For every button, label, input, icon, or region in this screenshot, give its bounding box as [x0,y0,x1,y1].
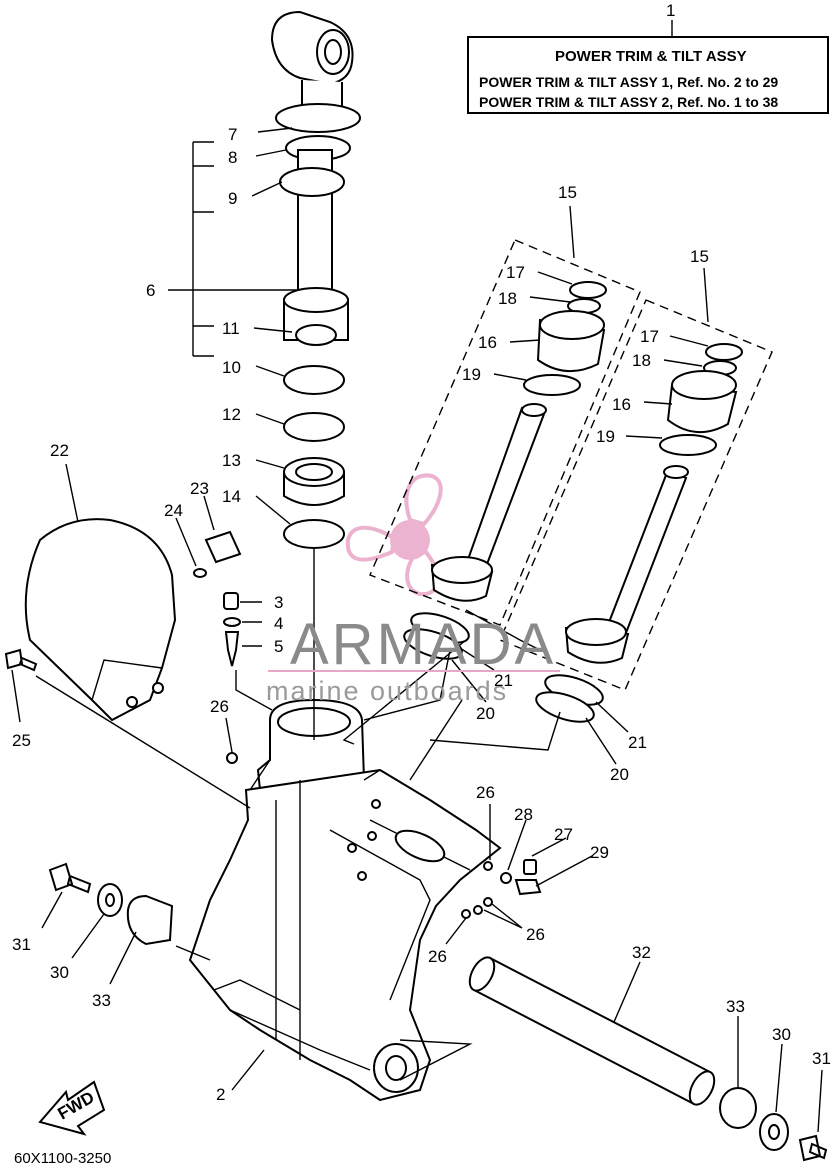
callout-1: 1 [666,1,675,20]
seal-13 [283,457,345,506]
callout-12: 12 [222,405,241,424]
callout-14: 14 [222,487,241,506]
callout-4: 4 [274,614,283,633]
legend-line-1: POWER TRIM & TILT ASSY 1, Ref. No. 2 to … [479,74,779,90]
callout-31-left: 31 [12,935,31,954]
o-ring-24 [193,568,207,578]
washer-30-left-hole [105,893,115,907]
callout-33-right: 33 [726,997,745,1016]
callout-30-right: 30 [772,1025,791,1044]
o-ring-10 [283,365,345,395]
o-ring-14 [283,519,345,549]
callout-6: 6 [146,281,155,300]
gasket-20-left [403,628,463,660]
leader-lines [11,20,823,1133]
callout-21-left: 21 [494,671,513,690]
callout-15-left: 15 [558,183,577,202]
callout-8: 8 [228,148,237,167]
callout-3: 3 [274,593,283,612]
bushing-33-right [719,1087,757,1129]
callout-26-a: 26 [210,697,229,716]
callout-26-b: 26 [476,783,495,802]
o-ring-26d [473,905,483,915]
callout-28: 28 [514,805,533,824]
o-ring-26b [483,861,493,871]
callout-5: 5 [274,637,283,656]
callout-19-right: 19 [596,427,615,446]
callout-33-left: 33 [92,991,111,1010]
watermark-brand: ARMADA [290,612,556,677]
callout-24: 24 [164,501,183,520]
o-ring-26c [461,909,471,919]
callout-9: 9 [228,189,237,208]
assy-box-right [499,299,773,691]
ball-28 [500,872,512,884]
callout-17-right: 17 [640,327,659,346]
callout-21-right: 21 [628,733,647,752]
bearing-23 [204,530,242,564]
watermark-logo [345,473,443,597]
valve-29 [514,879,542,896]
callouts: 1 2 3 4 5 6 7 8 9 10 11 12 13 14 15 15 1… [12,1,831,1104]
callout-31-right: 31 [812,1049,831,1068]
o-ring-12 [283,412,345,442]
assembly-legend: POWER TRIM & TILT ASSY POWER TRIM & TILT… [467,36,829,114]
trim-ram-right [564,343,743,664]
gasket-20-right [535,691,595,723]
callout-18-right: 18 [632,351,651,370]
assembly-lines [35,548,561,961]
diagram-code: 60X1100-3250 [14,1150,112,1167]
callout-18-left: 18 [498,289,517,308]
o-ring-26a [226,752,238,764]
callout-27: 27 [554,825,573,844]
shaft-32 [472,956,712,1106]
o-ring-26e [483,897,493,907]
callout-20-left: 20 [476,704,495,723]
pin-27 [523,859,537,875]
callout-11: 11 [222,319,240,338]
callout-13: 13 [222,451,241,470]
callout-2: 2 [216,1085,225,1104]
callout-19-left: 19 [462,365,481,384]
callout-10: 10 [222,358,241,377]
callout-7: 7 [228,125,237,144]
bolt-31-left [48,862,92,894]
callout-20-right: 20 [610,765,629,784]
bushing-33-left [126,894,174,946]
legend-title: POWER TRIM & TILT ASSY [555,48,747,65]
trim-ram-left [430,281,607,602]
callout-16-left: 16 [478,333,497,352]
tilt-cylinder [270,10,361,346]
bolt-25 [4,648,38,672]
o-ring-4 [223,617,241,627]
watermark-tagline: marine outboards [266,676,508,706]
valve-5 [224,631,240,667]
callout-25: 25 [12,731,31,750]
callout-17-left: 17 [506,263,525,282]
legend-line-2: POWER TRIM & TILT ASSY 2, Ref. No. 1 to … [479,94,779,110]
callout-30-left: 30 [50,963,69,982]
callout-16-right: 16 [612,395,631,414]
callout-15-right: 15 [690,247,709,266]
callout-22: 22 [50,441,69,460]
callout-32: 32 [632,943,651,962]
valve-3 [223,592,239,610]
callout-23: 23 [190,479,209,498]
fwd-arrow: FWD [38,1080,106,1136]
callout-26-c: 26 [526,925,545,944]
bolt-31-right [798,1134,828,1162]
assy-box-left [369,239,641,626]
washer-30-right-hole [768,1124,780,1140]
callout-29: 29 [590,843,609,862]
cover-22 [24,518,177,722]
callout-26-d: 26 [428,947,447,966]
